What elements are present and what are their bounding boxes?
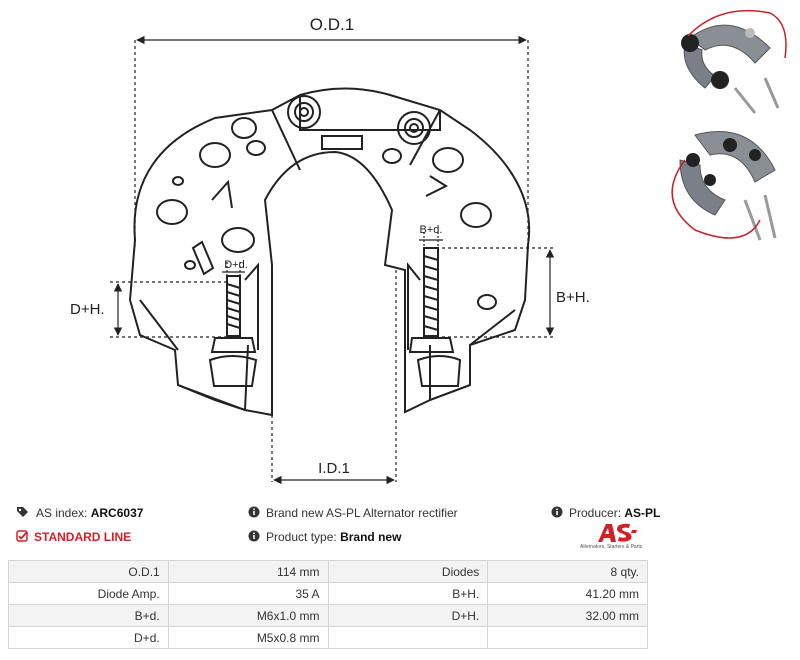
info-icon xyxy=(248,530,260,545)
spec-label: D+H. xyxy=(327,604,489,627)
spec-value: M5x0.8 mm xyxy=(167,626,329,649)
tags-icon xyxy=(16,506,30,521)
spec-value xyxy=(487,626,648,649)
checkbox-icon xyxy=(16,530,28,545)
dimension-lines xyxy=(110,35,555,485)
dh-label: D+H. xyxy=(70,301,105,318)
as-pl-logo xyxy=(598,523,637,542)
technical-drawing: O.D.1 I.D.1 D+H. B+H. D+d. B+d. xyxy=(70,15,590,485)
description: Brand new AS-PL Alternator rectifier xyxy=(248,506,458,521)
spec-value: 32.00 mm xyxy=(487,604,648,627)
spec-label: Diodes xyxy=(327,560,489,583)
terminals xyxy=(156,95,497,310)
product-type-value: Brand new xyxy=(340,530,402,544)
standard-line-text: STANDARD LINE xyxy=(34,530,132,544)
spec-label: B+H. xyxy=(327,582,489,605)
id-label: I.D.1 xyxy=(318,460,350,477)
as-index: AS index: ARC6037 xyxy=(16,506,143,521)
info-icon xyxy=(248,506,260,521)
spec-label: D+d. xyxy=(8,626,169,649)
spec-value: 8 qty. xyxy=(487,560,648,583)
product-photo-bottom xyxy=(671,131,777,241)
as-index-label: AS index: xyxy=(36,506,88,520)
bh-label: B+H. xyxy=(556,289,590,306)
spec-label: Diode Amp. xyxy=(8,582,169,605)
producer-value: AS-PL xyxy=(624,506,661,520)
table-row: Diode Amp. 35 A B+H. 41.20 mm xyxy=(8,582,648,605)
standard-line: STANDARD LINE xyxy=(16,530,131,545)
description-text: Brand new AS-PL Alternator rectifier xyxy=(266,506,458,520)
rectifier-outline xyxy=(128,87,531,417)
spec-label: O.D.1 xyxy=(8,560,169,583)
product-type-label: Product type: xyxy=(266,530,337,544)
producer: Producer: AS-PL xyxy=(551,506,660,521)
table-row: B+d. M6x1.0 mm D+H. 32.00 mm xyxy=(8,604,648,627)
producer-label: Producer: xyxy=(569,506,622,520)
logo-tagline: Alternators, Starters & Parts xyxy=(580,544,643,550)
spec-value: 114 mm xyxy=(167,560,329,583)
spec-label xyxy=(327,626,489,649)
table-row: D+d. M5x0.8 mm xyxy=(8,626,648,649)
spec-value: 35 A xyxy=(167,582,329,605)
spec-value: 41.20 mm xyxy=(487,582,648,605)
bd-label: B+d. xyxy=(420,224,443,236)
spec-table: O.D.1 114 mm Diodes 8 qty. Diode Amp. 35… xyxy=(8,560,648,649)
spec-label: B+d. xyxy=(8,604,169,627)
product-photo-top xyxy=(681,9,787,114)
od-label: O.D.1 xyxy=(310,15,354,34)
dd-label: D+d. xyxy=(224,259,248,271)
table-row: O.D.1 114 mm Diodes 8 qty. xyxy=(8,560,648,583)
product-type: Product type: Brand new xyxy=(248,530,401,545)
as-index-value: ARC6037 xyxy=(90,506,144,520)
info-icon xyxy=(551,506,563,521)
spec-value: M6x1.0 mm xyxy=(167,604,329,627)
